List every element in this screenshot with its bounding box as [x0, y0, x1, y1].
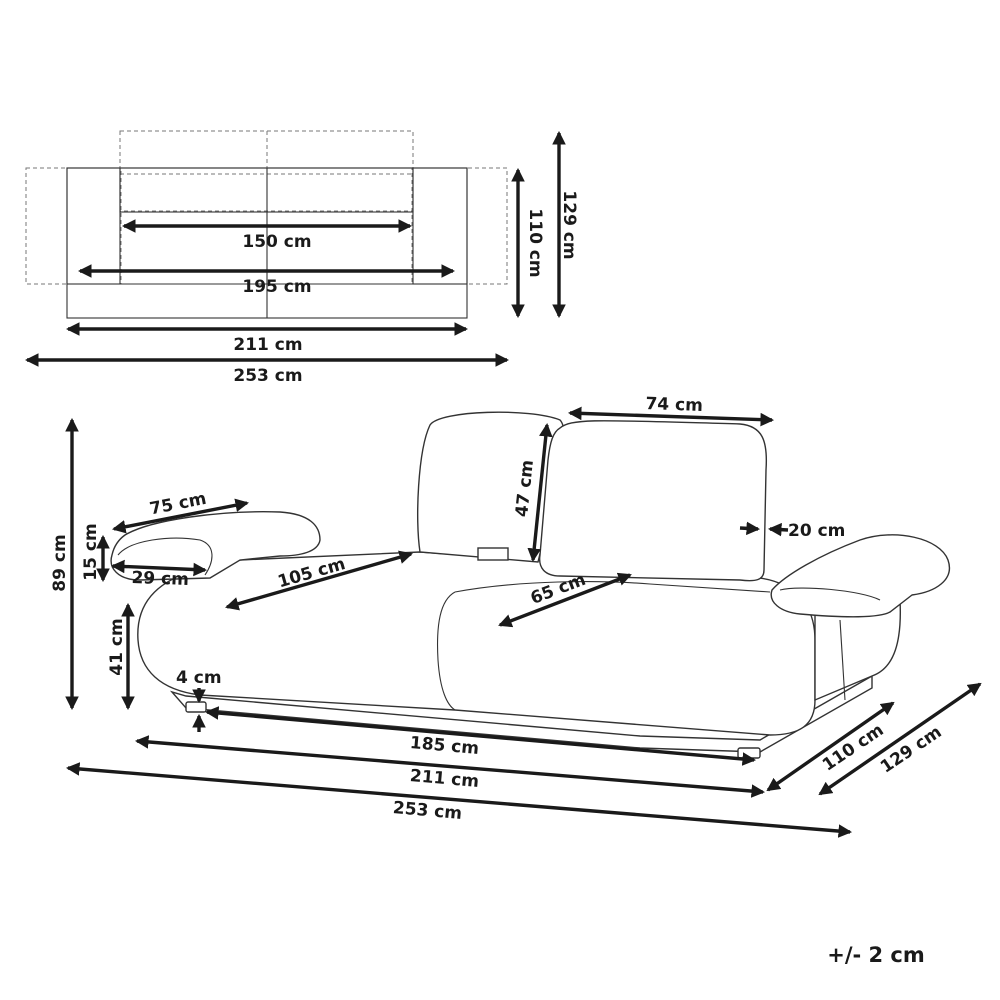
backrest-front-cushion — [538, 420, 768, 582]
top-view-right-arm-extended-outline — [411, 167, 508, 285]
label-backrest-thickness: 20 cm — [788, 521, 845, 541]
backrest-rear-connector — [477, 547, 509, 561]
sofa-foot-left — [185, 701, 207, 713]
label-armrest-height: 15 cm — [81, 523, 101, 580]
label-inner-width: 150 cm — [242, 232, 311, 252]
label-total-width-top: 253 cm — [233, 366, 302, 386]
armrest-right — [770, 534, 951, 618]
dim-line-47 — [527, 422, 553, 563]
top-view-right-arm — [412, 167, 468, 285]
sofa-foot-right — [737, 747, 761, 759]
label-feet-height: 4 cm — [176, 668, 222, 688]
top-view-left-arm — [66, 167, 121, 285]
dim-line-65 — [498, 572, 632, 628]
label-frame-width-top: 211 cm — [233, 335, 302, 355]
label-base-width: 185 cm — [409, 733, 480, 759]
dim-line-105 — [225, 550, 413, 611]
dim-line-129-side — [818, 682, 982, 796]
dim-line-253-side — [65, 762, 853, 838]
top-view: 150 cm 195 cm 211 cm 253 cm 110 cm 129 c… — [24, 130, 579, 386]
dim-line-74 — [567, 406, 775, 427]
top-view-left-arm-extended-outline — [25, 167, 122, 285]
perspective-view: 74 cm 47 cm 20 cm 75 cm 15 cm 29 cm 105 … — [50, 394, 982, 838]
label-frame-depth-top: 110 cm — [525, 208, 545, 277]
label-backrest-width: 74 cm — [645, 394, 703, 416]
label-frame-width-side: 211 cm — [409, 766, 480, 792]
label-seat-width: 195 cm — [242, 277, 311, 297]
dim-line-75 — [111, 498, 250, 534]
dim-line-29 — [110, 559, 208, 577]
label-total-width-side: 253 cm — [392, 798, 463, 824]
label-seat-height: 41 cm — [107, 618, 127, 675]
label-total-depth-top: 129 cm — [559, 190, 579, 259]
label-total-height: 89 cm — [50, 534, 70, 591]
tolerance-note: +/- 2 cm — [827, 943, 925, 967]
label-armrest-depth: 29 cm — [131, 568, 189, 590]
